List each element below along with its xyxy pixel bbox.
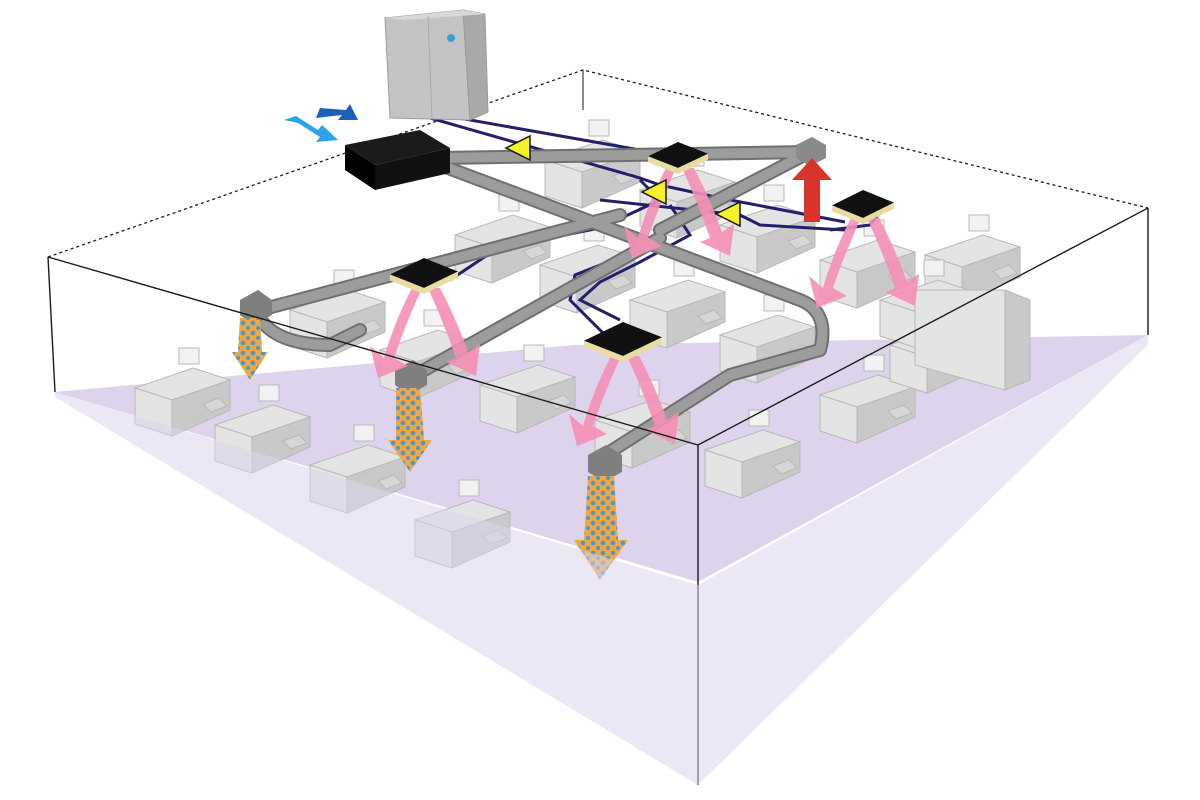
heat-recovery-ventilator [345, 130, 450, 190]
cool-air-discharge-right [682, 168, 734, 256]
cool-air-discharge-right [428, 288, 480, 376]
outside-air-arrows [284, 104, 358, 142]
monitor-icon [923, 259, 945, 277]
fresh-air-arrow-left [232, 318, 268, 380]
partition-wall [914, 289, 1031, 391]
cool-air-discharge-right [867, 218, 919, 306]
indoor-cassette-unit [370, 258, 480, 378]
monitor-icon [258, 384, 280, 402]
duct-terminals [240, 137, 826, 482]
office-desk [703, 409, 802, 499]
cool-air-discharge-left [809, 218, 861, 308]
ventilation-ductwork [248, 145, 830, 462]
outside-air-intake-arrow [284, 116, 338, 142]
cool-air-discharge-left [569, 356, 621, 446]
fresh-air-supply-flows [232, 318, 628, 580]
outdoor-unit [384, 9, 489, 121]
refrigerant-flow-arrows [504, 134, 741, 228]
monitor-icon [763, 184, 785, 202]
monitor-icon [178, 347, 200, 365]
indoor-units [370, 142, 919, 446]
monitor-icon [458, 479, 480, 497]
exhaust-extract-arrow [792, 158, 832, 222]
floor-front-band [55, 335, 1148, 785]
cool-air-discharge-right [627, 356, 679, 444]
monitor-icon [523, 344, 545, 362]
cool-air-discharge-left [370, 288, 422, 378]
fresh-air-arrow-center [388, 388, 432, 472]
exhaust-air-outlet-arrow [316, 104, 358, 120]
indoor-cassette-unit [569, 322, 679, 446]
monitor-icon [588, 119, 610, 137]
monitor-icon [863, 354, 885, 372]
indoor-cassette-unit [809, 190, 919, 308]
brand-logo-icon [447, 34, 455, 42]
room-box-back-edges [47, 69, 1149, 258]
office-desk [818, 354, 917, 444]
monitor-icon [353, 424, 375, 442]
monitor-icon [968, 214, 990, 232]
